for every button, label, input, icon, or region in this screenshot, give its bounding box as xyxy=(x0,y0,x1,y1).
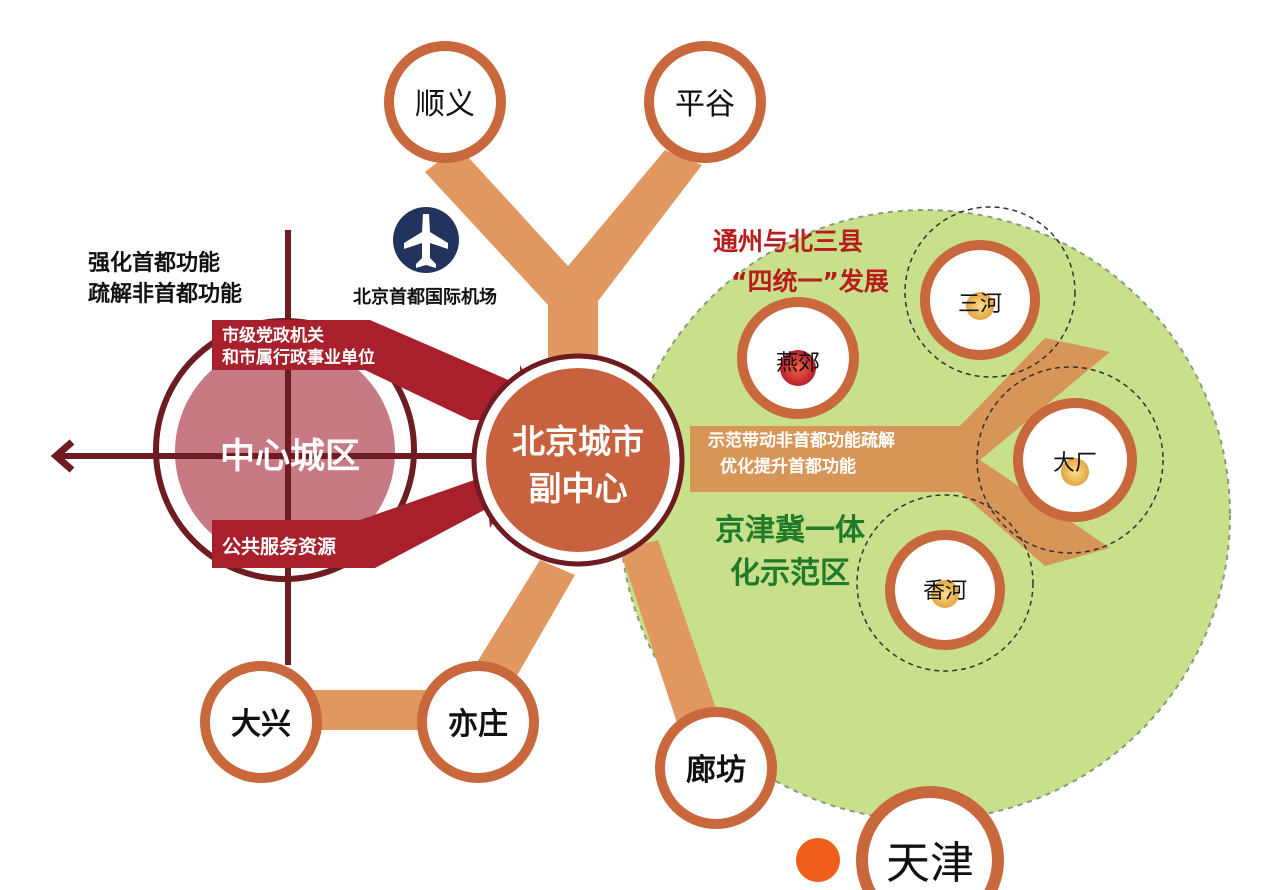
node-sanhe: 三河 xyxy=(920,240,1040,360)
road-daxing-yizhuang xyxy=(300,690,440,730)
arrow-text-line1: 示范带动非首都功能疏解 xyxy=(708,430,895,451)
road-to-langfang xyxy=(620,540,720,732)
node-dachang-label: 大厂 xyxy=(1053,451,1097,476)
arrow-text-line2: 优化提升首都功能 xyxy=(720,456,856,477)
node-yanjiao: 燕郊 xyxy=(737,297,859,419)
demo-zone-line1: 京津冀一体 xyxy=(715,513,866,548)
hub-label-line1: 北京城市 xyxy=(512,422,644,461)
road-to-shunyi xyxy=(425,146,590,305)
node-yizhuang-label: 亦庄 xyxy=(448,707,508,742)
banner-top-line2: 和市属行政事业单位 xyxy=(222,347,375,368)
banner-bottom-label: 公共服务资源 xyxy=(222,535,336,558)
node-pinggu: 平谷 xyxy=(644,41,766,163)
road-to-pinggu xyxy=(548,150,702,305)
node-tianjin-label: 天津 xyxy=(886,838,974,889)
green-title-line1: 通州与北三县 xyxy=(713,227,863,256)
demo-zone-line2: 化示范区 xyxy=(730,556,850,591)
banner-bottom: 公共服务资源 xyxy=(212,458,520,568)
left-note-line1: 强化首都功能 xyxy=(88,250,220,276)
airplane-icon xyxy=(393,207,459,273)
xianghe-dashed-ring xyxy=(856,494,1034,672)
banner-top-shape xyxy=(212,320,545,450)
hub-label-line2: 副中心 xyxy=(529,469,628,508)
banner-top: 市级党政机关 和市属行政事业单位 xyxy=(212,320,545,450)
node-langfang: 廊坊 xyxy=(655,707,777,829)
node-tianjin: 天津 xyxy=(856,786,1004,890)
green-title-line2: “四统一”发展 xyxy=(731,267,889,296)
node-shunyi: 顺义 xyxy=(384,41,506,163)
node-yanjiao-label: 燕郊 xyxy=(776,351,820,376)
node-xianghe-label: 香河 xyxy=(923,579,967,604)
banner-top-line1: 市级党政机关 xyxy=(222,325,324,346)
node-daxing: 大兴 xyxy=(200,661,322,783)
node-xianghe: 香河 xyxy=(885,530,1005,650)
airport-label: 北京首都国际机场 xyxy=(353,286,497,308)
banner-bottom-shape xyxy=(212,458,520,568)
node-daxing-label: 大兴 xyxy=(231,707,291,742)
radiating-arrow xyxy=(690,338,1110,566)
node-pinggu-label: 平谷 xyxy=(675,87,735,122)
core-city-label: 中心城区 xyxy=(220,437,360,477)
node-langfang-label: 廊坊 xyxy=(686,753,746,788)
left-note-line2: 疏解非首都功能 xyxy=(88,281,242,307)
hub-disc xyxy=(486,368,670,552)
node-sanhe-label: 三河 xyxy=(958,292,1002,317)
sanhe-dashed-ring xyxy=(904,206,1076,378)
road-network xyxy=(300,146,720,732)
dachang-dashed-ring xyxy=(976,366,1164,554)
node-shunyi-label: 顺义 xyxy=(415,87,475,122)
axis-arrow-left-icon xyxy=(50,439,75,473)
node-yizhuang: 亦庄 xyxy=(417,661,539,783)
tianjin-marker-dot xyxy=(796,838,840,882)
node-dachang: 大厂 xyxy=(1013,398,1137,522)
